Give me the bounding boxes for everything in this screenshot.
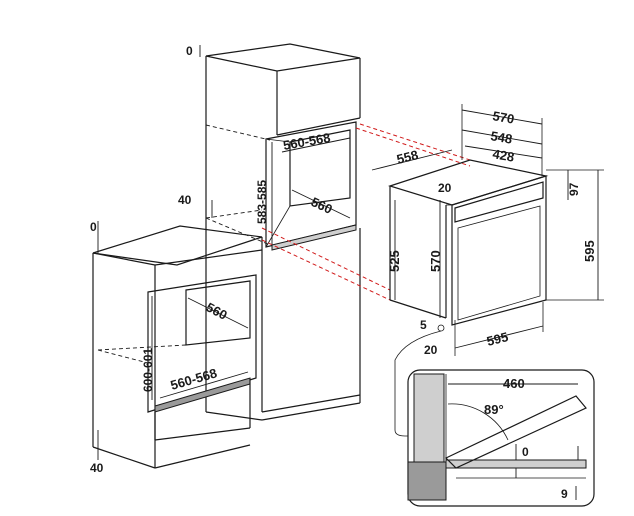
oven-dimensions xyxy=(371,104,604,356)
detail-callout-marker xyxy=(437,324,445,332)
oven-side-offset-label: 20 xyxy=(424,343,438,357)
tall-niche-width-label: 560 xyxy=(309,194,335,217)
alignment-guides xyxy=(261,123,471,301)
detail-wall-lower xyxy=(407,461,447,501)
oven-depth-body-label: 428 xyxy=(491,146,515,165)
detail-callout-leader xyxy=(394,330,442,437)
detail-gap-top-label: 0 xyxy=(522,445,529,459)
base-niche-width-label: 560 xyxy=(204,299,230,322)
oven-width-label: 595 xyxy=(485,329,510,349)
oven-frame-height-label: 570 xyxy=(428,250,443,272)
detail-gap-bottom-label: 9 xyxy=(561,487,568,501)
tall-bottom-gap-label: 40 xyxy=(178,193,192,207)
detail-angle-arc xyxy=(447,403,509,441)
tall-niche-height-label: 583-585 xyxy=(255,180,269,224)
oven-body-height-label: 525 xyxy=(387,250,402,272)
oven-total-height-label: 595 xyxy=(582,240,597,262)
detail-open-door xyxy=(444,395,587,469)
base-bottom-gap-label: 40 xyxy=(90,461,104,475)
detail-door-angle-label: 89° xyxy=(484,402,504,417)
base-cabinet-top xyxy=(92,225,263,266)
base-niche-depth-label: 560-568 xyxy=(169,365,219,393)
oven-width-top-label: 558 xyxy=(395,147,420,167)
tall-cabinet-shelf xyxy=(271,224,357,251)
base-cabinet xyxy=(92,225,263,469)
oven-bottom-gap-label: 5 xyxy=(420,318,427,332)
oven-control-panel xyxy=(454,181,544,223)
tall-cabinet xyxy=(205,43,361,421)
oven xyxy=(388,159,549,326)
oven-panel-height-label: 97 xyxy=(567,182,581,196)
oven-depth-mid-label: 548 xyxy=(489,128,513,147)
base-niche-height-label: 600-601 xyxy=(141,348,155,392)
tall-niche-depth-label: 560-568 xyxy=(282,130,332,153)
detail-inset-frame xyxy=(407,369,595,507)
base-cabinet-niche xyxy=(147,274,257,413)
detail-inset xyxy=(407,369,595,507)
detail-door-length-label: 460 xyxy=(503,376,525,391)
oven-front xyxy=(451,175,547,326)
base-top-gap-label: 0 xyxy=(90,220,97,234)
detail-shelf xyxy=(445,459,587,469)
tall-top-gap-label: 0 xyxy=(186,44,193,58)
oven-front-offset-label: 20 xyxy=(438,181,452,195)
tall-cabinet-top xyxy=(205,43,361,72)
oven-depth-total-label: 570 xyxy=(491,108,515,127)
oven-top xyxy=(388,159,549,206)
detail-wall-upper xyxy=(413,373,445,463)
